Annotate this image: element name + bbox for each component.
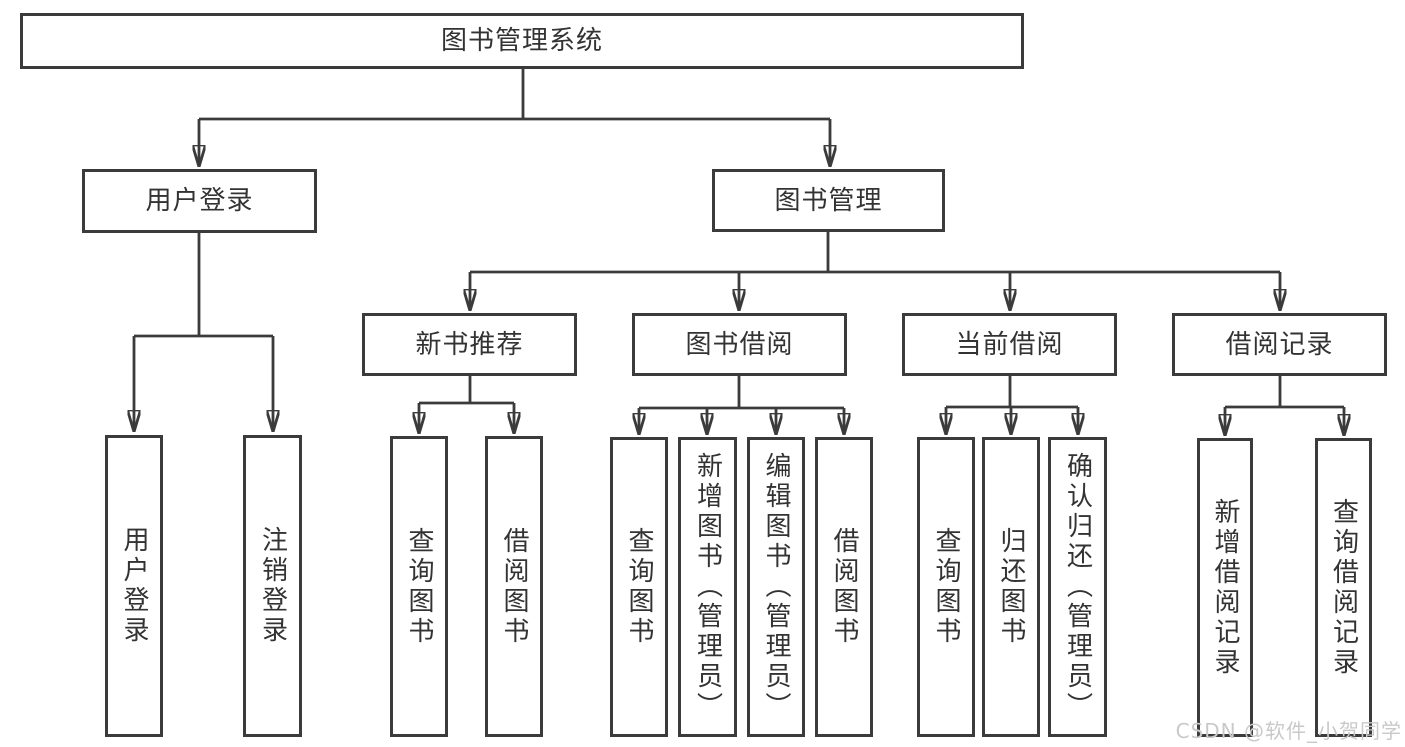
node-group-new-book-recommend: 新书推荐 — [362, 313, 577, 376]
node-branch-user-login-label: 用户登录 — [145, 186, 254, 216]
node-leaf-query-books-borrow: 查询图书 — [610, 437, 668, 737]
node-leaf-add-borrow-record: 新增借阅记录 — [1197, 438, 1253, 737]
node-leaf-logout: 注销登录 — [243, 435, 302, 737]
node-root-label: 图书管理系统 — [440, 26, 603, 56]
node-leaf-query-books-current: 查询图书 — [917, 437, 975, 737]
node-leaf-return-book-label: 归还图书 — [996, 527, 1026, 647]
connector-user-login-to-leaves — [134, 233, 273, 430]
node-root: 图书管理系统 — [20, 13, 1024, 69]
node-leaf-borrow-book-label: 借阅图书 — [829, 527, 859, 647]
node-group-book-borrow-label: 图书借阅 — [685, 329, 794, 360]
connector-book-management-to-groups — [470, 232, 1280, 309]
node-group-current-borrow: 当前借阅 — [902, 313, 1117, 376]
node-leaf-query-borrow-record: 查询借阅记录 — [1315, 438, 1372, 737]
node-leaf-query-books-current-label: 查询图书 — [931, 527, 961, 647]
connector-current-borrow-to-leaves — [946, 376, 1078, 433]
watermark: CSDN @软件_小贺同学 — [1175, 719, 1402, 743]
node-branch-book-management-label: 图书管理 — [774, 185, 883, 216]
node-leaf-borrow-book: 借阅图书 — [815, 437, 873, 737]
node-group-new-book-recommend-label: 新书推荐 — [415, 329, 524, 360]
node-leaf-confirm-return-admin: 确认归还（管理员） — [1048, 437, 1107, 737]
node-leaf-add-book-admin: 新增图书（管理员） — [678, 437, 737, 737]
node-leaf-edit-book-admin-label: 编辑图书（管理员） — [761, 452, 791, 722]
connector-new-book-recommend-to-leaves — [419, 376, 514, 432]
node-leaf-query-books-borrow-label: 查询图书 — [624, 527, 654, 647]
node-leaf-add-book-admin-label: 新增图书（管理员） — [692, 452, 723, 722]
node-branch-book-management: 图书管理 — [712, 169, 945, 232]
node-group-borrow-records: 借阅记录 — [1172, 313, 1387, 376]
node-leaf-query-books-recommend: 查询图书 — [390, 436, 448, 737]
connector-book-borrow-to-leaves — [639, 376, 844, 433]
node-leaf-query-books-recommend-label: 查询图书 — [404, 526, 434, 647]
node-group-current-borrow-label: 当前借阅 — [955, 329, 1064, 360]
node-leaf-confirm-return-admin-label: 确认归还（管理员） — [1062, 452, 1093, 722]
node-leaf-edit-book-admin: 编辑图书（管理员） — [747, 437, 805, 737]
node-group-borrow-records-label: 借阅记录 — [1225, 329, 1334, 360]
node-leaf-user-login: 用户登录 — [105, 435, 163, 737]
node-leaf-logout-label: 注销登录 — [257, 526, 288, 646]
connector-borrow-records-to-leaves — [1225, 376, 1344, 434]
connector-root-to-branches — [199, 69, 830, 165]
node-leaf-add-borrow-record-label: 新增借阅记录 — [1210, 497, 1240, 678]
node-leaf-return-book: 归还图书 — [982, 437, 1040, 737]
node-leaf-borrow-book-recommend: 借阅图书 — [485, 436, 543, 737]
node-leaf-borrow-book-recommend-label: 借阅图书 — [499, 526, 529, 647]
node-group-book-borrow: 图书借阅 — [632, 313, 847, 376]
node-leaf-query-borrow-record-label: 查询借阅记录 — [1328, 497, 1359, 678]
node-leaf-user-login-label: 用户登录 — [119, 526, 149, 646]
node-branch-user-login: 用户登录 — [82, 169, 317, 233]
